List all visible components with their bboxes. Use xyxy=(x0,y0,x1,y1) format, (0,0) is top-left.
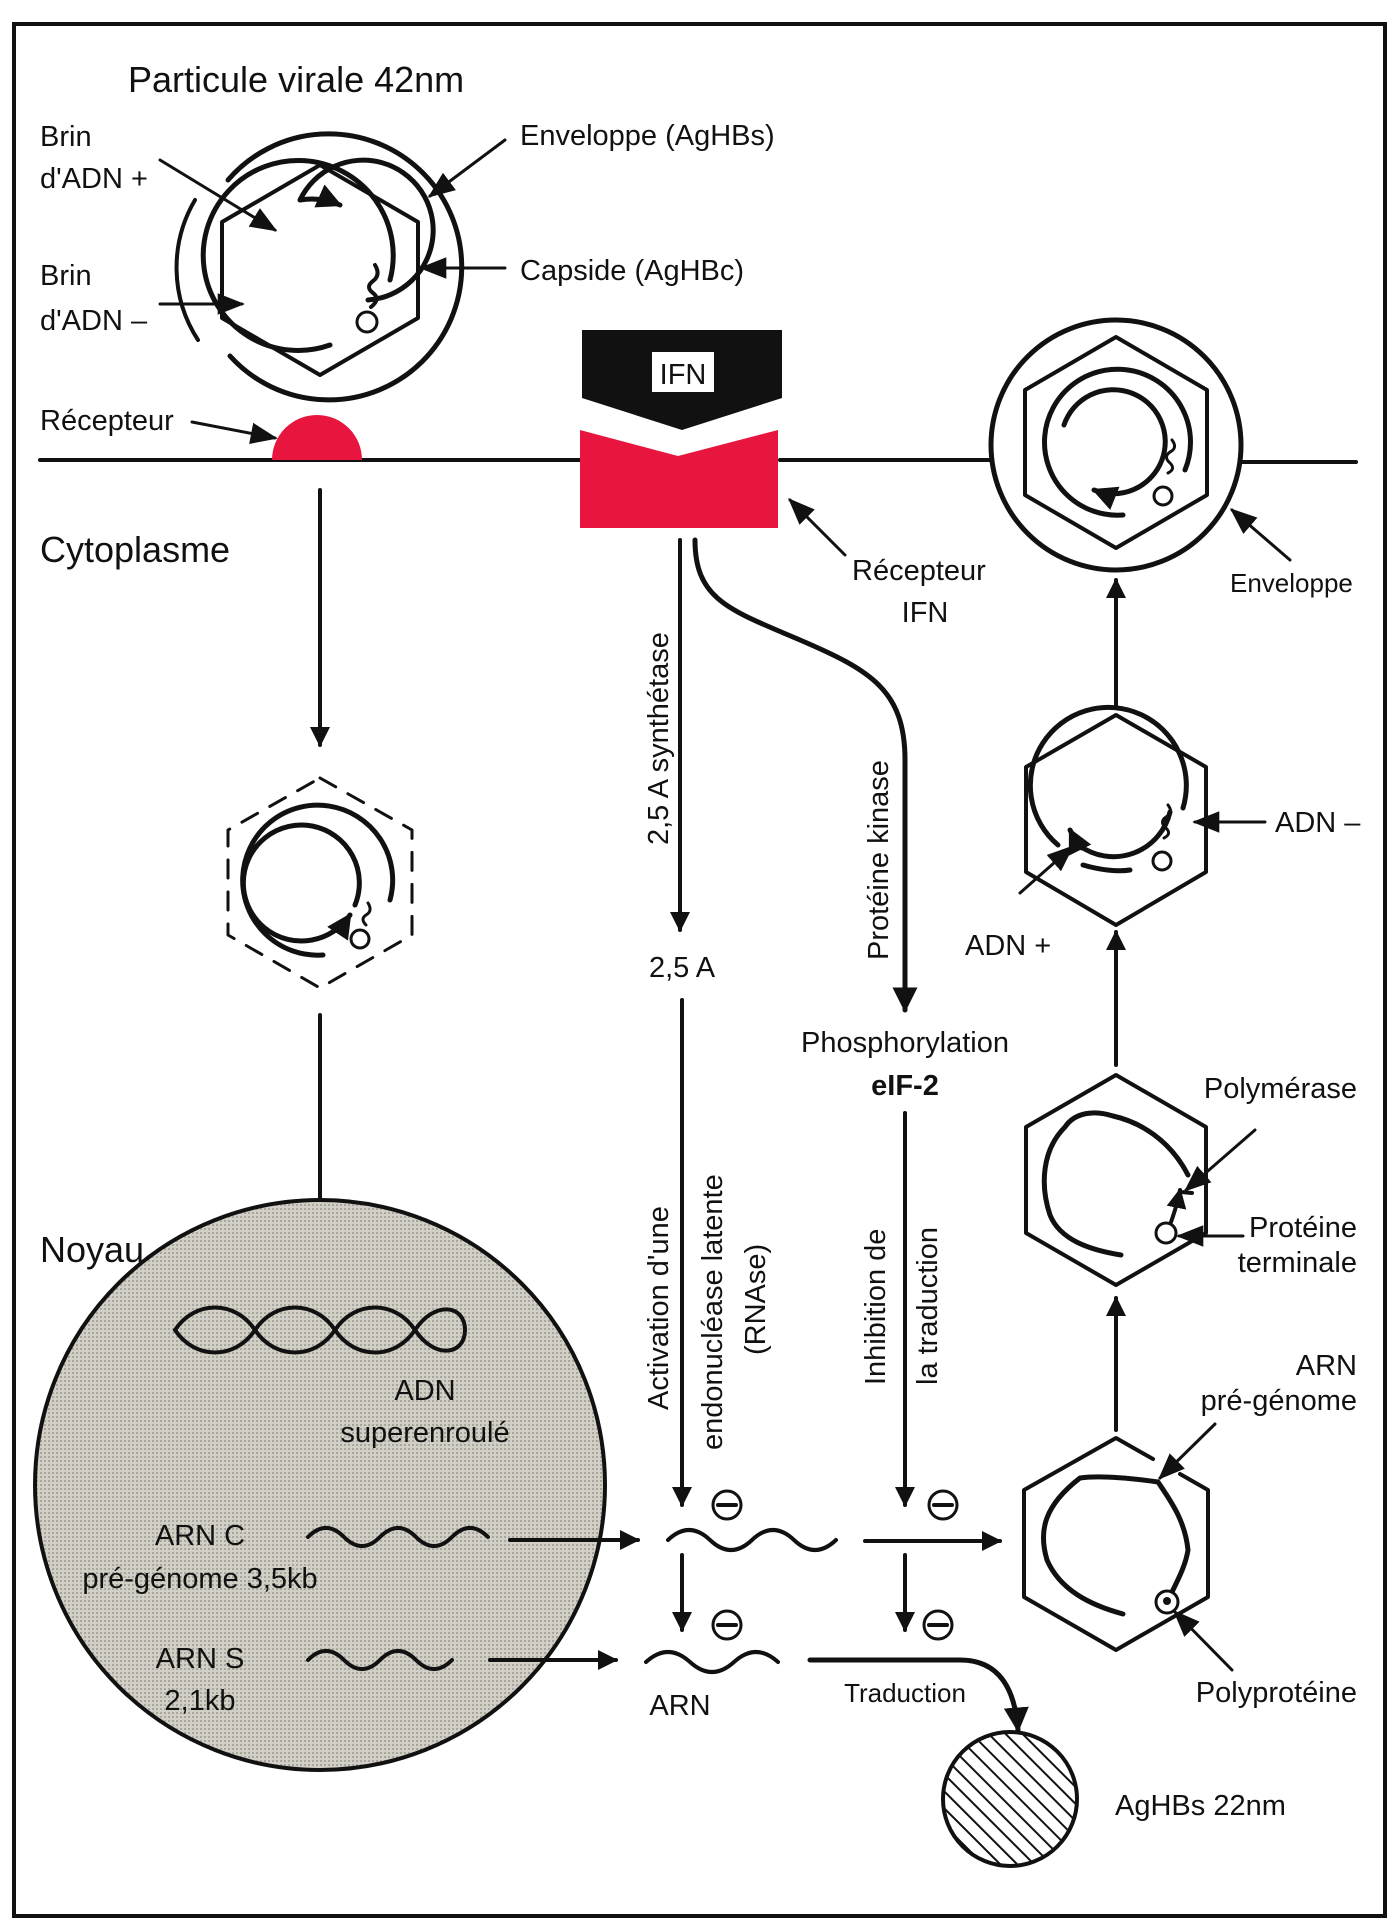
phosphorylation-label: Phosphorylation xyxy=(801,1027,1009,1059)
cytoplasme-label: Cytoplasme xyxy=(40,529,230,570)
enveloppe-aghbs-label: Enveloppe (AgHBs) xyxy=(520,120,775,152)
kinase-label: Protéine kinase xyxy=(863,760,895,960)
traduction-arrow xyxy=(807,1657,1029,1733)
polyproteine-label: Polyprotéine xyxy=(1196,1677,1357,1709)
adn-label-1: ADN xyxy=(394,1375,455,1407)
recepteur-ifn-label-2: IFN xyxy=(902,597,949,629)
title: Particule virale 42nm xyxy=(128,59,464,100)
noyau-label: Noyau xyxy=(40,1229,144,1270)
dna-plus-strand xyxy=(297,157,436,303)
arn-s-wave xyxy=(306,1649,454,1671)
proteine-terminale-label-2: terminale xyxy=(1238,1247,1357,1279)
two-five-a-label: 2,5 A xyxy=(649,952,716,984)
kinase-arrow xyxy=(692,537,918,1013)
inhibition-label-1: Inhibition de xyxy=(860,1229,892,1385)
cytoplasm-arn-s-wave xyxy=(644,1650,780,1674)
nucleus xyxy=(33,1198,607,1772)
arn-c-wave xyxy=(306,1526,490,1548)
brin-plus-label-2: d'ADN + xyxy=(40,163,148,195)
brin-plus-pointer xyxy=(158,158,278,232)
activation-label-3: (RNAse) xyxy=(740,1244,772,1355)
adn-label-2: superenroulé xyxy=(340,1417,509,1449)
activation-label-2: endonucléase latente xyxy=(697,1174,729,1450)
inhibition-sign-2 xyxy=(927,1489,959,1521)
uncoated-capsid xyxy=(226,776,414,990)
terminal-protein xyxy=(355,310,379,334)
inhibition-sign-3 xyxy=(711,1609,743,1641)
ifn-molecule: IFN xyxy=(582,330,782,430)
arn-label: ARN xyxy=(649,1690,710,1722)
arn-s-label-2: 2,1kb xyxy=(165,1685,236,1717)
adn-minus-label: ADN – xyxy=(1275,807,1361,839)
traduction-label: Traduction xyxy=(844,1678,966,1708)
supercoiled-dna xyxy=(173,1305,467,1355)
polymerase-capsid xyxy=(1024,1073,1208,1287)
cytoplasm-arn-c-wave xyxy=(666,1528,838,1552)
arn-c-label-2: pré-génome 3,5kb xyxy=(82,1563,317,1595)
polymerase-pointer xyxy=(1183,1128,1257,1192)
aghbs-22nm-label: AgHBs 22nm xyxy=(1115,1790,1286,1822)
dna-minus-strand xyxy=(200,158,396,353)
virion-particle xyxy=(174,131,465,403)
dna-capsid xyxy=(1024,704,1208,927)
inhibition-sign-4 xyxy=(922,1609,954,1641)
aghbs-particle xyxy=(941,1730,1079,1868)
pregenome-capsid xyxy=(1022,1436,1210,1652)
arn-pregenome-label-1: ARN xyxy=(1296,1350,1357,1382)
recepteur-label: Récepteur xyxy=(40,405,174,437)
arn-pregenome-pointer xyxy=(1158,1422,1217,1480)
ifn-receptor xyxy=(580,430,778,528)
virus-receptor xyxy=(272,415,362,460)
recepteur-pointer xyxy=(190,420,278,445)
activation-label-1: Activation d'une xyxy=(643,1206,675,1410)
envelope-circle xyxy=(225,131,465,403)
diagram-frame xyxy=(12,22,1387,1918)
eif2-label: eIF-2 xyxy=(871,1070,939,1102)
inhibition-sign-1 xyxy=(711,1489,743,1521)
inhibition-label-2: la traduction xyxy=(912,1227,944,1385)
budded-envelope xyxy=(988,317,1244,573)
brin-minus-label-2: d'ADN – xyxy=(40,305,148,337)
adn-plus-pointer xyxy=(1018,845,1075,895)
recepteur-ifn-pointer xyxy=(788,498,847,557)
synthetase-label: 2,5 A synthétase xyxy=(643,632,675,845)
brin-minus-label-1: Brin xyxy=(40,260,92,292)
brin-plus-label-1: Brin xyxy=(40,121,92,153)
arn-s-label-1: ARN S xyxy=(156,1643,245,1675)
enveloppe-pointer xyxy=(427,138,507,198)
polymerase-label: Polymérase xyxy=(1204,1073,1357,1105)
capside-aghbc-label: Capside (AgHBc) xyxy=(520,255,744,287)
polyproteine-pointer xyxy=(1173,1610,1234,1672)
recepteur-ifn-label-1: Récepteur xyxy=(852,555,986,587)
adn-plus-label: ADN + xyxy=(965,930,1051,962)
enveloppe-label: Enveloppe xyxy=(1230,568,1353,598)
arn-pregenome-label-2: pré-génome xyxy=(1201,1385,1357,1417)
arn-c-label-1: ARN C xyxy=(155,1520,245,1552)
capsid-hexagon xyxy=(220,163,420,377)
enveloppe-right-pointer xyxy=(1229,508,1292,562)
proteine-terminale-label-1: Protéine xyxy=(1249,1212,1357,1244)
budded-virion xyxy=(988,317,1244,573)
ifn-label: IFN xyxy=(660,359,707,391)
